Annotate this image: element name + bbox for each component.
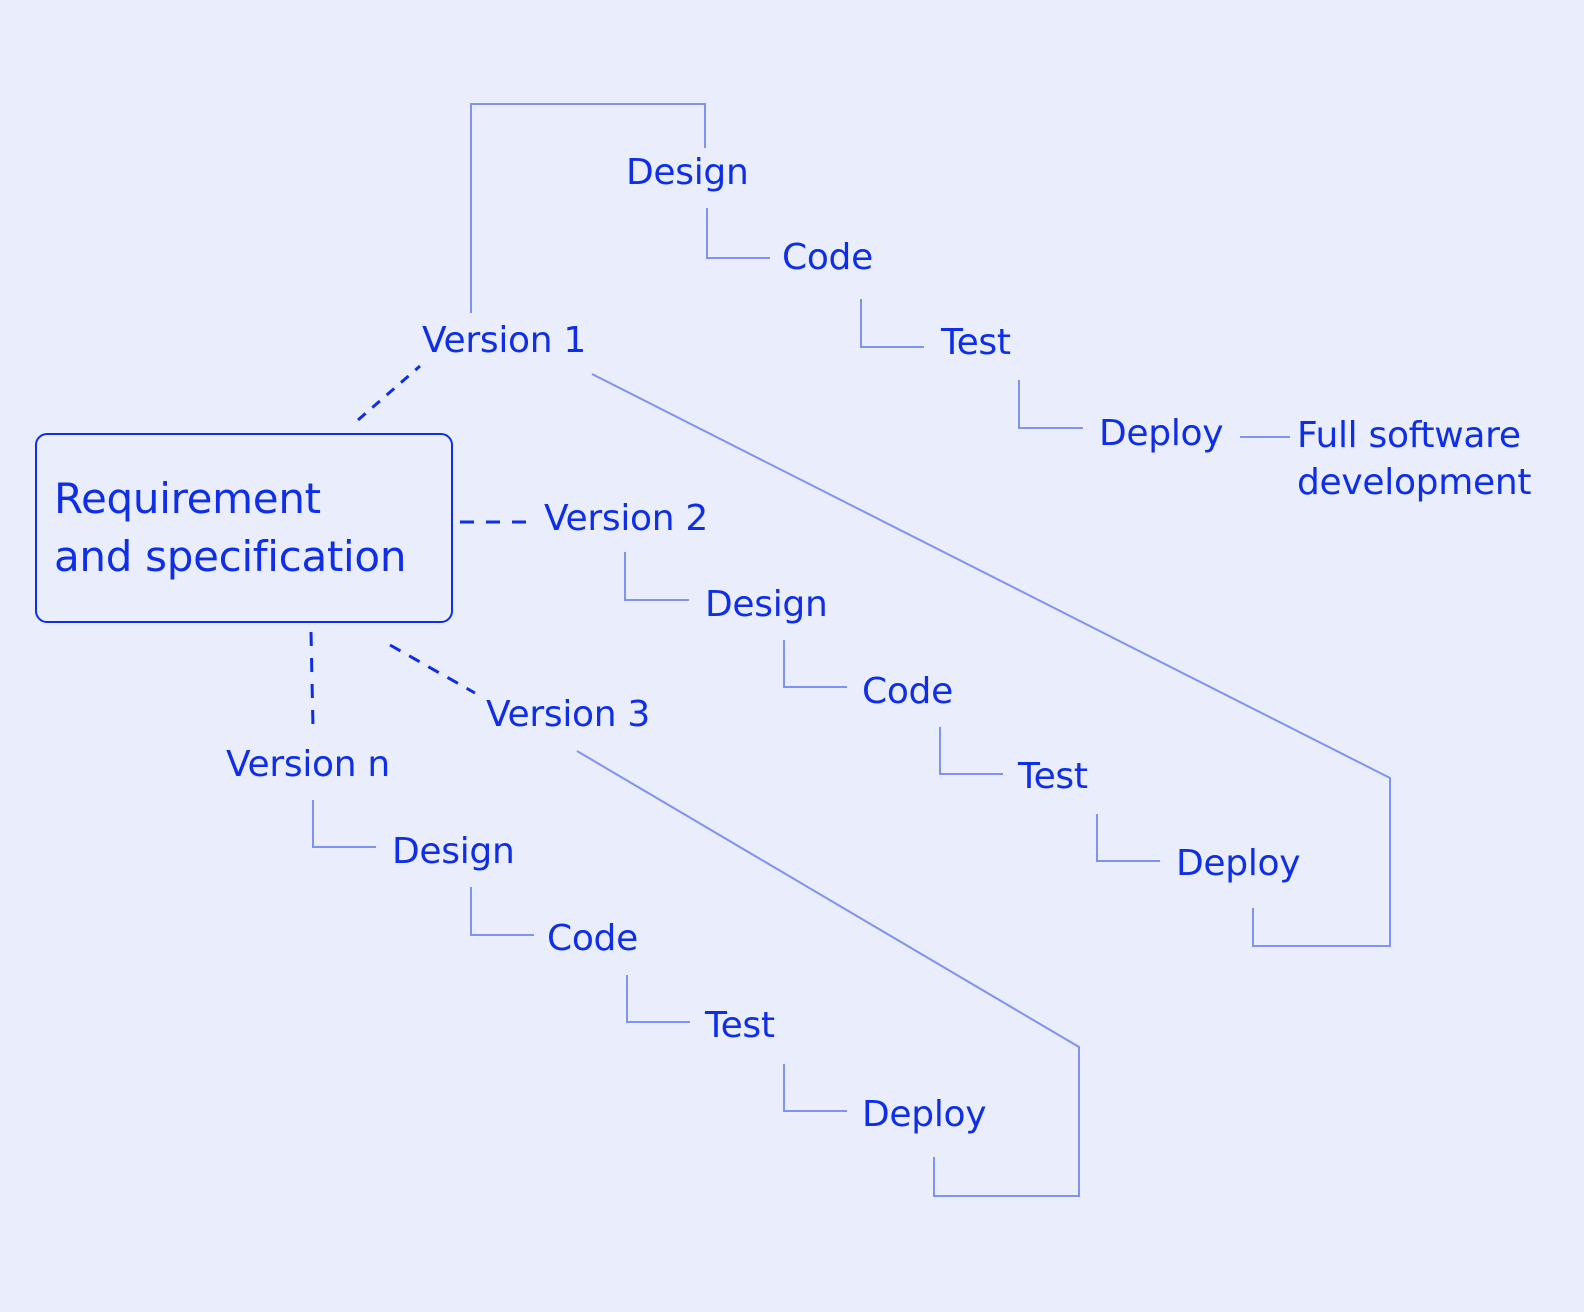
- v1-design-label: Design: [626, 152, 749, 193]
- v2-deploy-label: Deploy: [1176, 843, 1301, 884]
- v2-design-to-code-line: [783, 640, 847, 688]
- vn-deploy-label: Deploy: [862, 1094, 987, 1135]
- v3-loop-line: [576, 750, 1080, 1197]
- v2-test-to-deploy-line: [1096, 814, 1160, 862]
- version-3-label: Version 3: [486, 694, 651, 735]
- vn-test-label: Test: [705, 1005, 775, 1046]
- outcome-line1: Full software: [1297, 415, 1521, 456]
- dashed-connector-vn: [309, 631, 315, 729]
- version-2-label: Version 2: [544, 498, 709, 539]
- v1-design-to-code-line: [706, 208, 770, 259]
- v2-test-label: Test: [1018, 756, 1088, 797]
- requirement-label-line1: Requirement: [54, 474, 321, 523]
- v1-code-label: Code: [782, 237, 873, 278]
- v1-test-label: Test: [941, 322, 1011, 363]
- vn-to-design-line: [312, 800, 376, 848]
- vn-design-label: Design: [392, 831, 515, 872]
- v1-loop-line: [591, 373, 1391, 947]
- requirement-label-line2: and specification: [54, 532, 407, 581]
- v2-to-design-line: [624, 552, 689, 601]
- v1-to-design-line: [470, 103, 706, 313]
- version-1-label: Version 1: [422, 320, 587, 361]
- dashed-connector-v1: [357, 364, 421, 422]
- full-software-development-label: Full software development: [1297, 412, 1567, 506]
- v2-code-to-test-line: [939, 727, 1003, 775]
- v2-design-label: Design: [705, 584, 828, 625]
- requirement-box: [35, 433, 453, 623]
- vn-code-to-test-line: [626, 975, 690, 1023]
- vn-test-to-deploy-line: [783, 1064, 847, 1112]
- v2-code-label: Code: [862, 671, 953, 712]
- vn-design-to-code-line: [470, 887, 534, 936]
- v1-code-to-test-line: [860, 299, 924, 348]
- version-n-label: Version n: [226, 744, 390, 785]
- dashed-connector-v3: [389, 643, 476, 695]
- requirement-label: Requirement and specification: [54, 470, 444, 586]
- v1-deploy-label: Deploy: [1099, 413, 1224, 454]
- vn-code-label: Code: [547, 918, 638, 959]
- outcome-line2: development: [1297, 462, 1532, 503]
- v1-test-to-deploy-line: [1018, 380, 1083, 429]
